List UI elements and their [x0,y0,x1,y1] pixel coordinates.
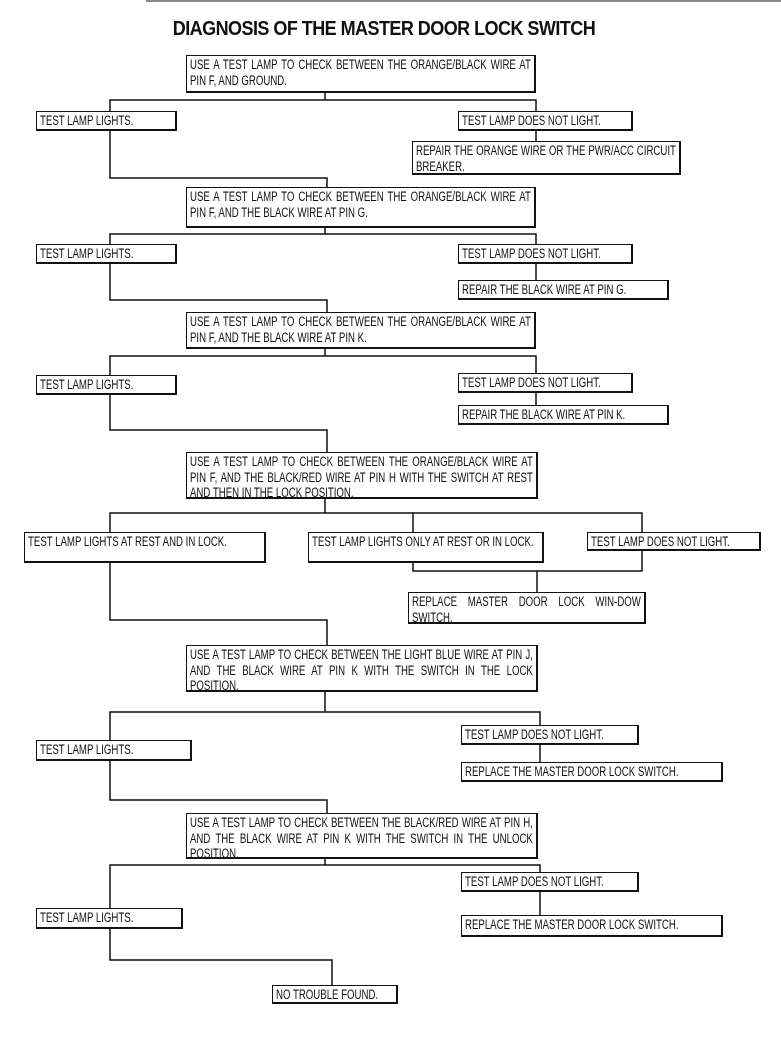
step-4-b-text: TEST LAMP LIGHTS ONLY AT REST OR IN LOCK… [312,534,534,549]
step-5-no-light-text: TEST LAMP DOES NOT LIGHT. [465,727,604,742]
step-2-repair-text: REPAIR THE BLACK WIRE AT PIN G. [462,282,627,297]
step-6-replace-box: REPLACE THE MASTER DOOR LOCK SWITCH. [461,915,723,937]
step-1-text: USE A TEST LAMP TO CHECK BETWEEN THE ORA… [190,57,531,88]
step-4-box: USE A TEST LAMP TO CHECK BETWEEN THE ORA… [186,452,538,499]
step-1-no-light-box: TEST LAMP DOES NOT LIGHT. [458,111,633,131]
step-1-box: USE A TEST LAMP TO CHECK BETWEEN THE ORA… [186,55,536,93]
step-6-replace-text: REPLACE THE MASTER DOOR LOCK SWITCH. [465,917,679,932]
step-3-no-light-text: TEST LAMP DOES NOT LIGHT. [462,375,601,390]
step-5-no-light-box: TEST LAMP DOES NOT LIGHT. [461,725,639,745]
step-1-lights-text: TEST LAMP LIGHTS. [40,113,134,128]
step-1-repair-box: REPAIR THE ORANGE WIRE OR THE PWR/ACC CI… [412,141,681,175]
step-4-lights-rest-or-lock-box: TEST LAMP LIGHTS ONLY AT REST OR IN LOCK… [308,532,544,563]
step-3-lights-text: TEST LAMP LIGHTS. [40,377,134,392]
no-trouble-found-box: NO TROUBLE FOUND. [272,985,398,1004]
step-2-no-light-text: TEST LAMP DOES NOT LIGHT. [462,246,601,261]
step-2-lights-text: TEST LAMP LIGHTS. [40,246,134,261]
step-3-repair-box: REPAIR THE BLACK WIRE AT PIN K. [458,405,669,425]
step-1-no-light-text: TEST LAMP DOES NOT LIGHT. [462,113,601,128]
step-4-replace-box: REPLACE MASTER DOOR LOCK WIN-DOW SWITCH. [408,592,646,624]
step-6-no-light-text: TEST LAMP DOES NOT LIGHT. [465,874,604,889]
step-2-repair-box: REPAIR THE BLACK WIRE AT PIN G. [458,280,669,300]
top-rule [146,0,781,2]
step-6-text: USE A TEST LAMP TO CHECK BETWEEN THE BLA… [190,815,533,859]
step-4-text: USE A TEST LAMP TO CHECK BETWEEN THE ORA… [190,454,533,499]
step-4-no-light-box: TEST LAMP DOES NOT LIGHT. [587,532,761,551]
step-2-text: USE A TEST LAMP TO CHECK BETWEEN THE ORA… [190,189,531,220]
step-5-lights-text: TEST LAMP LIGHTS. [40,742,134,757]
step-2-box: USE A TEST LAMP TO CHECK BETWEEN THE ORA… [186,187,536,228]
step-3-lights-box: TEST LAMP LIGHTS. [36,375,177,395]
step-6-lights-box: TEST LAMP LIGHTS. [36,908,183,929]
step-1-lights-box: TEST LAMP LIGHTS. [36,111,177,131]
step-2-lights-box: TEST LAMP LIGHTS. [36,244,177,264]
step-4-lights-rest-and-lock-box: TEST LAMP LIGHTS AT REST AND IN LOCK. [24,532,266,563]
step-4-replace-text: REPLACE MASTER DOOR LOCK WIN-DOW SWITCH. [412,594,641,624]
diagram-title: DIAGNOSIS OF THE MASTER DOOR LOCK SWITCH [172,18,596,40]
step-3-repair-text: REPAIR THE BLACK WIRE AT PIN K. [462,407,626,422]
step-4-a-text: TEST LAMP LIGHTS AT REST AND IN LOCK. [28,534,227,549]
step-6-no-light-box: TEST LAMP DOES NOT LIGHT. [461,872,639,892]
step-3-box: USE A TEST LAMP TO CHECK BETWEEN THE ORA… [186,312,536,349]
step-3-no-light-box: TEST LAMP DOES NOT LIGHT. [458,373,633,393]
step-3-text: USE A TEST LAMP TO CHECK BETWEEN THE ORA… [190,314,531,345]
step-6-box: USE A TEST LAMP TO CHECK BETWEEN THE BLA… [186,813,538,859]
no-trouble-found-text: NO TROUBLE FOUND. [276,987,379,1002]
step-5-lights-box: TEST LAMP LIGHTS. [36,740,192,761]
step-4-c-text: TEST LAMP DOES NOT LIGHT. [591,534,730,549]
step-1-repair-text: REPAIR THE ORANGE WIRE OR THE PWR/ACC CI… [416,143,676,174]
step-5-box: USE A TEST LAMP TO CHECK BETWEEN THE LIG… [186,645,538,692]
step-2-no-light-box: TEST LAMP DOES NOT LIGHT. [458,244,633,264]
step-5-replace-box: REPLACE THE MASTER DOOR LOCK SWITCH. [461,762,723,782]
step-6-lights-text: TEST LAMP LIGHTS. [40,910,134,925]
step-5-replace-text: REPLACE THE MASTER DOOR LOCK SWITCH. [465,764,679,779]
step-5-text: USE A TEST LAMP TO CHECK BETWEEN THE LIG… [190,647,533,692]
